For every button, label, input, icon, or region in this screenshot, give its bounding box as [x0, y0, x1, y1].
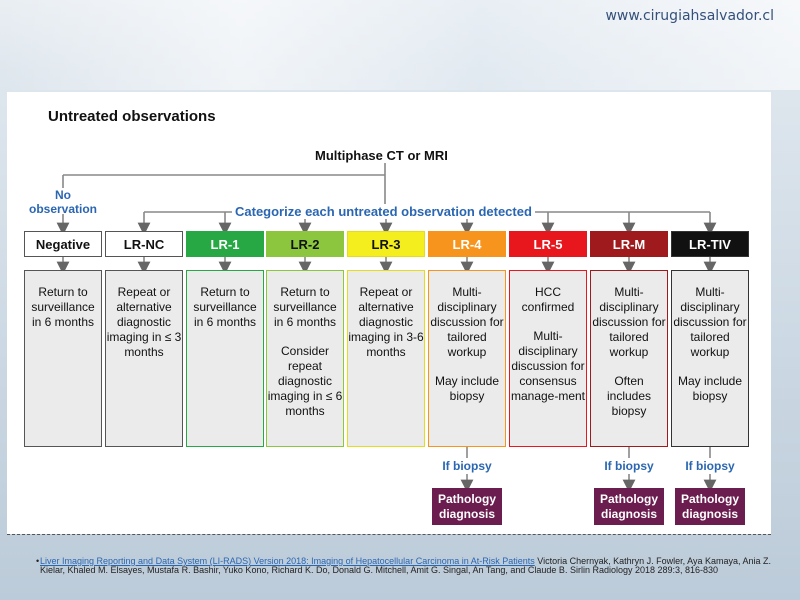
page-title: Untreated observations — [48, 108, 216, 125]
category-header-lr-3: LR-3 — [347, 231, 425, 257]
category-header-lr-5: LR-5 — [509, 231, 587, 257]
action-text: Repeat or alternative diagnostic imaging… — [106, 285, 182, 359]
category-action-lr-tiv: Multi-disciplinary discussion for tailor… — [671, 270, 749, 447]
reference-authors: Victoria Chernyak, Kathryn J. Fowler, Ay… — [40, 556, 772, 575]
if-biopsy-label: If biopsy — [685, 459, 735, 473]
divider-dashed — [7, 534, 771, 535]
category-action-lr-1: Return to surveillance in 6 months — [186, 270, 264, 447]
category-action-lr-4: Multi-disciplinary discussion for tailor… — [428, 270, 506, 447]
category-header-lr-nc: LR-NC — [105, 231, 183, 257]
category-header-lr-m: LR-M — [590, 231, 668, 257]
category-action-lr-m: Multi-disciplinary discussion for tailor… — [590, 270, 668, 447]
action-text: Return to surveillance in 6 months — [31, 285, 95, 329]
category-header-lr-1: LR-1 — [186, 231, 264, 257]
action-text: May include biopsy — [677, 374, 743, 403]
category-header-lr-2: LR-2 — [266, 231, 344, 257]
category-header-lr-4: LR-4 — [428, 231, 506, 257]
action-text: Multi-disciplinary discussion for tailor… — [592, 285, 666, 359]
action-text: Often includes biopsy — [606, 374, 652, 418]
header-background — [0, 0, 800, 90]
reference-link[interactable]: Liver Imaging Reporting and Data System … — [40, 556, 535, 566]
reference-bullet: • — [36, 556, 40, 566]
reference: • Liver Imaging Reporting and Data Syste… — [36, 556, 780, 575]
category-action-lr-nc: Repeat or alternative diagnostic imaging… — [105, 270, 183, 447]
if-biopsy-label: If biopsy — [604, 459, 654, 473]
action-text: Repeat or alternative diagnostic imaging… — [348, 285, 424, 359]
pathology-diagnosis-box: Pathology diagnosis — [432, 488, 502, 525]
action-text: Multi-disciplinary discussion for consen… — [510, 329, 586, 403]
site-watermark: www.cirugiahsalvador.cl — [605, 8, 774, 24]
category-header-lr-tiv: LR-TIV — [671, 231, 749, 257]
category-action-lr-3: Repeat or alternative diagnostic imaging… — [347, 270, 425, 447]
no-observation-label: No observation — [28, 188, 97, 216]
root-node: Multiphase CT or MRI — [315, 148, 448, 163]
pathology-diagnosis-box: Pathology diagnosis — [594, 488, 664, 525]
action-text: HCC confirmed — [521, 285, 575, 314]
category-header-negative: Negative — [24, 231, 102, 257]
if-biopsy-label: If biopsy — [442, 459, 492, 473]
action-text: May include biopsy — [434, 374, 500, 403]
categorize-label: Categorize each untreated observation de… — [232, 204, 535, 219]
category-action-negative: Return to surveillance in 6 months — [24, 270, 102, 447]
action-text: Return to surveillance in 6 months — [193, 285, 257, 329]
action-text: Consider repeat diagnostic imaging in ≤ … — [267, 344, 343, 418]
action-text: Multi-disciplinary discussion for tailor… — [430, 285, 504, 359]
action-text: Multi-disciplinary discussion for tailor… — [673, 285, 747, 359]
action-text: Return to surveillance in 6 months — [273, 285, 337, 329]
pathology-diagnosis-box: Pathology diagnosis — [675, 488, 745, 525]
